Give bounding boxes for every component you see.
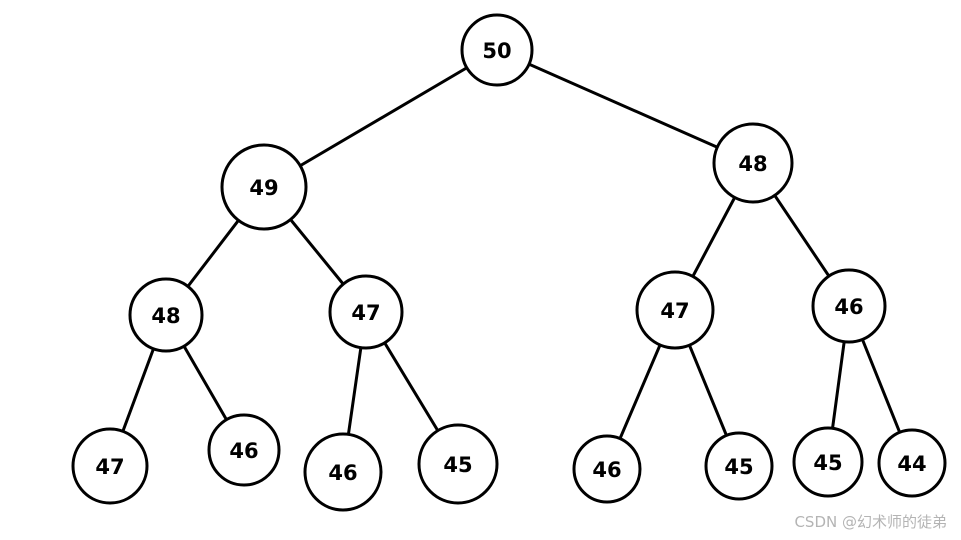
node-circle [303, 432, 383, 512]
tree-edges [108, 48, 914, 474]
node-circle [635, 270, 715, 350]
node-value: 48 [738, 152, 767, 176]
tree-node: 50 [460, 13, 534, 87]
tree-node: 45 [792, 426, 864, 498]
tree-node: 46 [207, 413, 281, 487]
node-circle [128, 277, 204, 353]
tree-node: 47 [71, 427, 149, 505]
node-value: 44 [897, 452, 926, 476]
tree-node: 48 [128, 277, 204, 353]
tree-node: 47 [635, 270, 715, 350]
node-value: 49 [249, 176, 278, 200]
node-value: 47 [660, 299, 689, 323]
node-value: 46 [328, 461, 357, 485]
node-circle [792, 426, 864, 498]
tree-node: 46 [811, 268, 887, 344]
tree-node: 46 [572, 434, 642, 504]
node-value: 47 [95, 455, 124, 479]
node-circle [712, 122, 794, 204]
node-circle [328, 274, 404, 350]
node-circle [417, 423, 499, 505]
node-value: 46 [592, 458, 621, 482]
node-value: 47 [351, 301, 380, 325]
node-circle [460, 13, 534, 87]
node-value: 45 [443, 453, 472, 477]
node-value: 50 [482, 39, 511, 63]
tree-node: 45 [704, 431, 774, 501]
tree-node: 44 [877, 428, 947, 498]
node-value: 45 [724, 455, 753, 479]
node-circle [704, 431, 774, 501]
tree-node: 45 [417, 423, 499, 505]
tree-nodes: 50 49 48 48 47 47 46 47 46 46 45 46 45 45 44 [71, 13, 947, 512]
csdn-watermark: CSDN @幻术师的徒弟 [794, 513, 947, 531]
tree-node: 47 [328, 274, 404, 350]
tree-edge [495, 48, 755, 165]
node-circle [811, 268, 887, 344]
node-value: 46 [229, 439, 258, 463]
node-circle [877, 428, 947, 498]
node-circle [572, 434, 642, 504]
tree-node: 48 [712, 122, 794, 204]
tree-node: 49 [220, 143, 308, 231]
tree-node: 46 [303, 432, 383, 512]
node-circle [207, 413, 281, 487]
node-value: 46 [834, 295, 863, 319]
node-circle [220, 143, 308, 231]
node-value: 48 [151, 304, 180, 328]
tree-edge [262, 48, 499, 189]
node-value: 45 [813, 451, 842, 475]
node-circle [71, 427, 149, 505]
